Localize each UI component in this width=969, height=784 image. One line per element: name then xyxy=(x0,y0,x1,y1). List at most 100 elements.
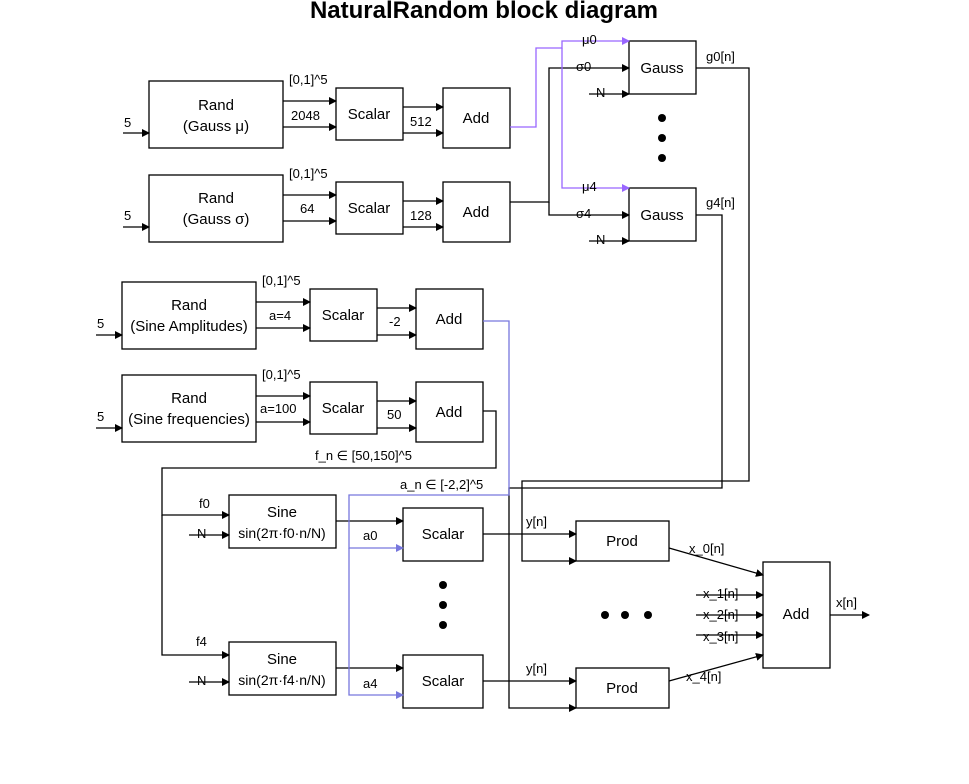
constant-m2-label: -2 xyxy=(389,314,401,329)
ellipsis-dot xyxy=(439,601,447,609)
output-x-label: x[n] xyxy=(836,595,857,610)
sigma0-label: σ0 xyxy=(576,59,591,74)
x4-label: x_4[n] xyxy=(686,669,721,684)
rand-sigma-title: Rand xyxy=(198,190,234,207)
scalar-a0-label: Scalar xyxy=(422,526,465,543)
constant-512-label: 512 xyxy=(410,114,432,129)
f0-label: f0 xyxy=(199,496,210,511)
range-label: [0,1]^5 xyxy=(262,367,301,382)
add-1-label: Add xyxy=(463,110,490,127)
y-label: y[n] xyxy=(526,661,547,676)
N-label: N xyxy=(197,526,206,541)
sine-4-title: Sine xyxy=(267,651,297,668)
add-block-2 xyxy=(442,181,511,243)
N-label: N xyxy=(197,673,206,688)
rand-sigma-subtitle: (Gauss σ) xyxy=(183,211,250,228)
f4-label: f4 xyxy=(196,634,207,649)
frequency-range-label: f_n ∈ [50,150]^5 xyxy=(315,448,412,463)
add-final-label: Add xyxy=(783,606,810,623)
add-block-1 xyxy=(442,87,511,149)
constant-64-label: 64 xyxy=(300,201,314,216)
x2-label: x_2[n] xyxy=(703,607,738,622)
rand-gauss-sigma-block xyxy=(148,174,284,243)
ellipsis-dot xyxy=(601,611,609,619)
arrow-a4-to-scalar xyxy=(348,548,404,699)
x0-label: x_0[n] xyxy=(689,541,724,556)
diagram-title: NaturalRandom block diagram xyxy=(310,0,658,24)
arrow-x4-to-add xyxy=(668,653,764,682)
rand-amp-subtitle: (Sine Amplitudes) xyxy=(130,318,248,335)
input-5-label: 5 xyxy=(97,409,104,424)
rand-freq-title: Rand xyxy=(171,390,207,407)
rand-freq-subtitle: (Sine frequencies) xyxy=(128,411,250,428)
gauss-4-label: Gauss xyxy=(640,207,683,224)
rand-sine-amplitudes-block xyxy=(121,281,257,350)
x3-label: x_3[n] xyxy=(703,629,738,644)
range-label: [0,1]^5 xyxy=(289,72,328,87)
rand-amp-title: Rand xyxy=(171,297,207,314)
scalar-block-2 xyxy=(335,181,404,235)
scalar-a4-label: Scalar xyxy=(422,673,465,690)
constant-50-label: 50 xyxy=(387,407,401,422)
add-4-label: Add xyxy=(436,404,463,421)
sigma4-label: σ4 xyxy=(576,206,591,221)
a0-label: a0 xyxy=(363,528,377,543)
a4-label: a4 xyxy=(363,676,377,691)
rand-gauss-mu-block xyxy=(148,80,284,149)
ellipsis-dot xyxy=(644,611,652,619)
arrow-mu4-to-gauss4 xyxy=(561,48,630,192)
arrow-g0-to-prod0 xyxy=(521,67,750,565)
input-5-label: 5 xyxy=(124,208,131,223)
scalar-2-label: Scalar xyxy=(348,200,391,217)
add-2-label: Add xyxy=(463,204,490,221)
scalar-block-4 xyxy=(309,381,378,435)
arrow-f4-to-sine4 xyxy=(161,515,230,659)
scalar-block-1 xyxy=(335,87,404,141)
sine-0-title: Sine xyxy=(267,504,297,521)
prod-block-0 xyxy=(575,520,670,562)
scalar-3-label: Scalar xyxy=(322,307,365,324)
arrow-sigma4-to-gauss4 xyxy=(548,202,630,219)
prod-block-4 xyxy=(575,667,670,709)
scalar-1-label: Scalar xyxy=(348,106,391,123)
sine-4-formula: sin(2π·f4·n/N) xyxy=(238,672,325,688)
ellipsis-dot xyxy=(621,611,629,619)
ellipsis-dot xyxy=(658,154,666,162)
mu0-label: μ0 xyxy=(582,32,597,47)
ellipsis-dot xyxy=(439,581,447,589)
rand-sine-frequencies-block xyxy=(121,374,257,443)
arrow-f0-to-sine0 xyxy=(161,410,497,519)
N-label: N xyxy=(596,232,605,247)
rand-mu-title: Rand xyxy=(198,97,234,114)
g0-label: g0[n] xyxy=(706,49,735,64)
constant-128-label: 128 xyxy=(410,208,432,223)
input-5-label: 5 xyxy=(124,115,131,130)
add-block-3 xyxy=(415,288,484,350)
constant-a100-label: a=100 xyxy=(260,401,297,416)
range-label: [0,1]^5 xyxy=(289,166,328,181)
prod-0-label: Prod xyxy=(606,533,638,550)
scalar-4-label: Scalar xyxy=(322,400,365,417)
x1-label: x_1[n] xyxy=(703,586,738,601)
ellipsis-dot xyxy=(658,134,666,142)
range-label: [0,1]^5 xyxy=(262,273,301,288)
prod-4-label: Prod xyxy=(606,680,638,697)
g4-label: g4[n] xyxy=(706,195,735,210)
constant-2048-label: 2048 xyxy=(291,108,320,123)
rand-mu-subtitle: (Gauss μ) xyxy=(183,118,249,135)
input-5-label: 5 xyxy=(97,316,104,331)
mu4-label: μ4 xyxy=(582,179,597,194)
arrow-a0-to-scalar xyxy=(348,320,510,552)
amplitude-range-label: a_n ∈ [-2,2]^5 xyxy=(400,477,483,492)
add-block-4 xyxy=(415,381,484,443)
y-label: y[n] xyxy=(526,514,547,529)
arrow-mu0-to-gauss0 xyxy=(510,37,630,128)
arrow-x0-to-add xyxy=(668,547,764,577)
N-label: N xyxy=(596,85,605,100)
arrow-g4-to-prod4 xyxy=(508,214,723,712)
sine-0-formula: sin(2π·f0·n/N) xyxy=(238,525,325,541)
add-3-label: Add xyxy=(436,311,463,328)
ellipsis-dot xyxy=(439,621,447,629)
